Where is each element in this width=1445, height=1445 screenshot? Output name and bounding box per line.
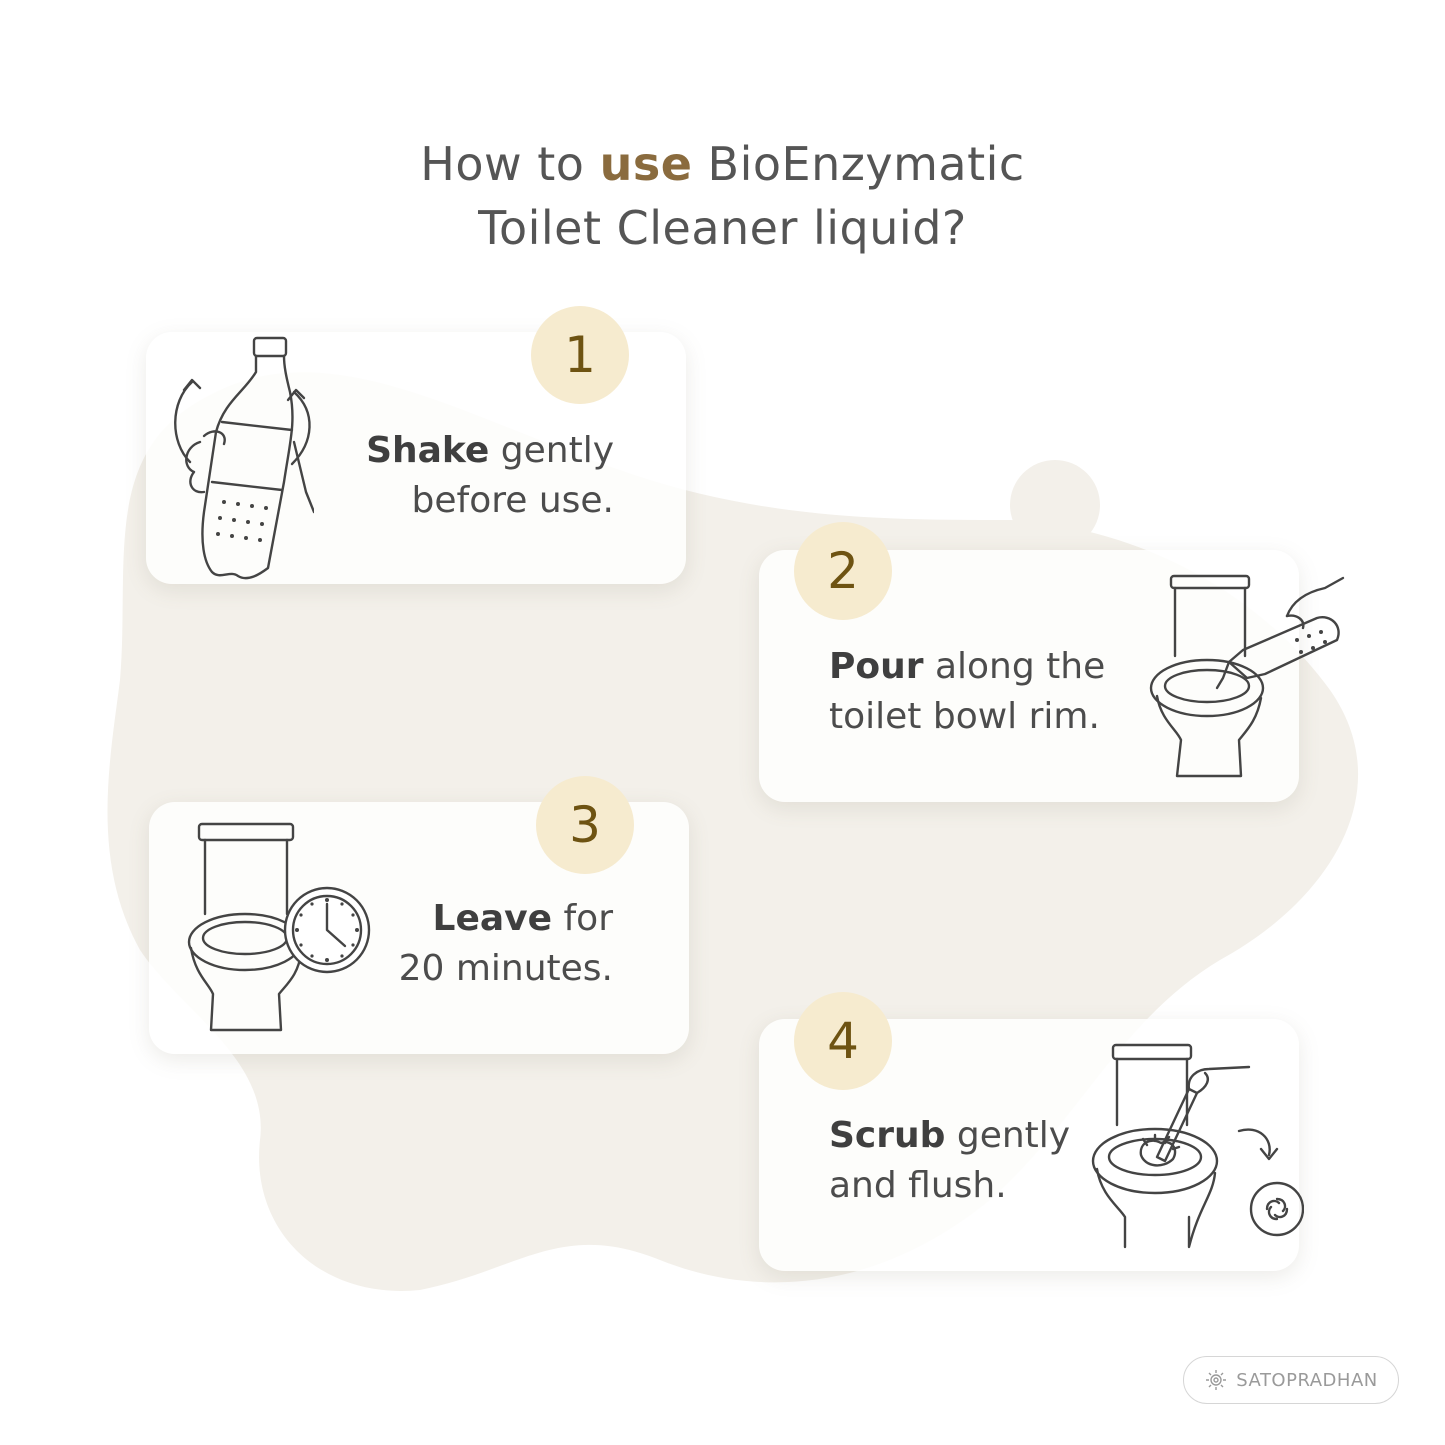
step-number-3: 3 [536, 776, 634, 874]
toilet-clock-icon [185, 818, 375, 1038]
step-1-text: Shake gently before use. [366, 430, 614, 521]
toilet-brush-flush-icon [1089, 1039, 1304, 1259]
pouring-into-toilet-icon [1147, 570, 1347, 785]
step-4-text: Scrub gently and flush. [829, 1115, 1071, 1206]
page-title: How to use BioEnzymatic Toilet Cleaner l… [420, 137, 1025, 255]
step-3-text: Leave for 20 minutes. [398, 898, 613, 989]
step-number-1: 1 [531, 306, 629, 404]
step-2-text: Pour along the toilet bowl rim. [829, 646, 1106, 737]
brand-logo: SATOPRADHAN [1183, 1356, 1399, 1404]
hand-shaking-bottle-icon [164, 332, 314, 584]
step-number-2: 2 [794, 522, 892, 620]
sun-logo-icon [1206, 1370, 1227, 1390]
brand-name: SATOPRADHAN [1236, 1369, 1378, 1391]
step-number-4: 4 [794, 992, 892, 1090]
